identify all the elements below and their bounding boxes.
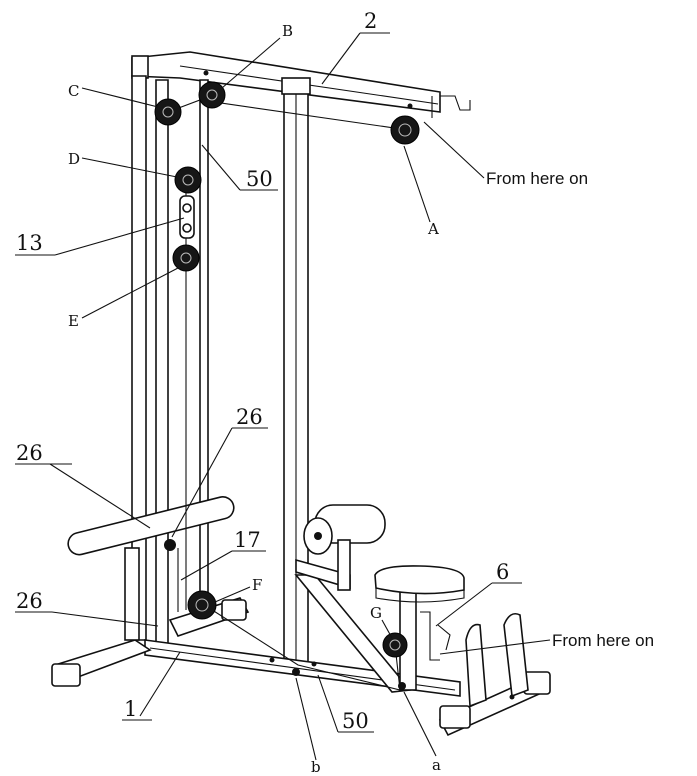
label-6: 6	[496, 560, 509, 584]
pulley-g	[382, 632, 408, 658]
pulley-a	[390, 115, 420, 145]
label-b: B	[282, 22, 293, 40]
label-13: 13	[16, 231, 43, 255]
pulley-d	[174, 166, 202, 194]
pulley-f	[187, 590, 217, 620]
label-17: 17	[234, 528, 261, 552]
label-f: F	[252, 576, 262, 594]
foot-rollers	[465, 612, 529, 708]
label-1: 1	[124, 697, 137, 721]
machine-frame	[51, 51, 551, 737]
pulley-c	[154, 98, 182, 126]
note-from-here-on-bottom: From here on	[552, 631, 654, 650]
label-2: 2	[364, 9, 377, 33]
label-c: C	[68, 82, 79, 100]
swivel-bracket	[179, 195, 195, 239]
weight-horn	[67, 496, 235, 641]
label-e: E	[68, 312, 79, 330]
label-a-lower: a	[432, 756, 441, 774]
leg-roller-pad	[303, 504, 386, 591]
note-from-here-on-top: From here on	[486, 169, 588, 188]
label-26-right: 26	[236, 405, 263, 429]
handle-bracket	[420, 611, 451, 661]
seat-pad	[374, 565, 465, 603]
label-b-lower: b	[311, 758, 321, 776]
inner-guide-post	[199, 79, 209, 621]
pads	[67, 496, 529, 708]
pulley-b	[198, 81, 226, 109]
label-50-bottom: 50	[342, 709, 369, 733]
chain-clip	[164, 539, 176, 551]
label-a-upper: A	[427, 220, 439, 238]
label-d: D	[68, 150, 80, 168]
pulley-e	[172, 244, 200, 272]
leader-lines	[15, 32, 551, 761]
label-26-bottom: 26	[16, 589, 43, 613]
label-g: G	[370, 604, 382, 622]
label-50-top: 50	[246, 167, 273, 191]
base-bolts	[203, 70, 515, 700]
label-26-left: 26	[16, 441, 43, 465]
left-front-post	[155, 79, 169, 646]
callout-labels: 2 B C D 50 13 E A From here on 26 26 17 …	[16, 9, 654, 776]
